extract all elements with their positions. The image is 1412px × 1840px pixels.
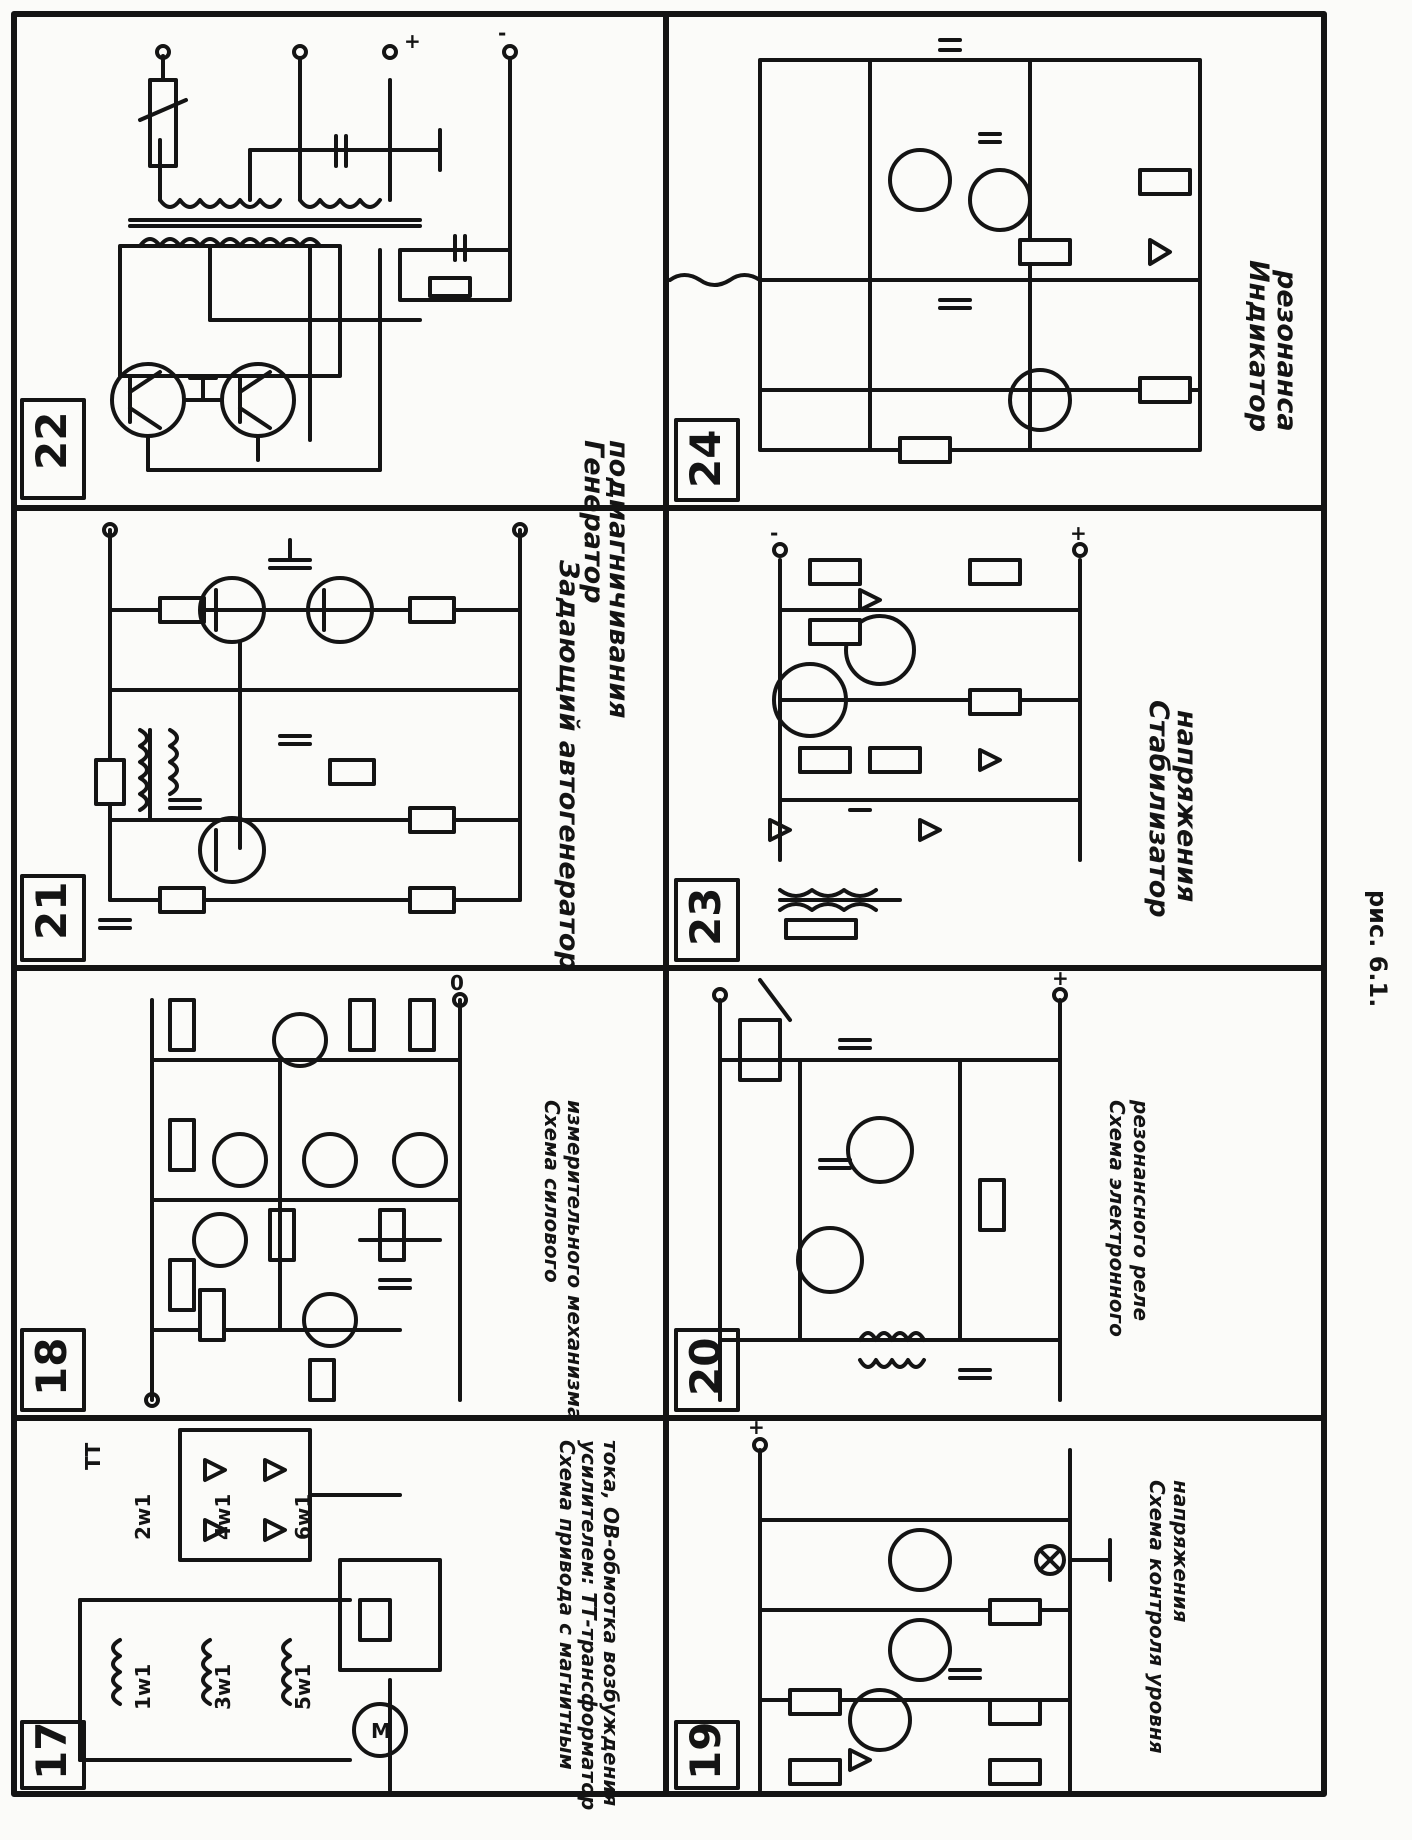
panel-18-caption-line2: измерительного механизма [563,1100,587,1421]
panel-23-caption: Стабилизатор [1143,700,1174,918]
panel-24-caption-line2: резонанса [1271,269,1302,432]
panel-24-caption: Индикатор [1243,260,1274,432]
panel-19: 19 + Схема контроля уровня напряжени [674,1415,1193,1792]
panel-17: 17 М 1w1 3w1 5w1 2w1 4w1 [20,1428,623,1810]
panel-21-number: 21 [27,882,76,940]
winding-label-3: 5w1 [291,1664,315,1710]
svg-text:0: 0 [450,971,464,995]
panel-18-number: 18 [27,1338,76,1396]
figure-label: рис. 6.1. [1364,890,1392,1007]
panel-17-caption: Схема привода с магнитным [555,1440,579,1770]
svg-text:+: + [1052,966,1069,990]
winding-label-5: 4w1 [211,1494,235,1540]
panel-22: 22 [20,21,634,719]
panel-17-caption-line3: тока, ОВ-обмотка возбуждения [599,1440,623,1806]
panel-23-caption-line2: напряжения [1171,710,1202,902]
winding-label-2: 3w1 [211,1664,235,1710]
panel-20-number: 20 [681,1338,730,1396]
schematic-23: - + [768,521,1088,940]
svg-text:-: - [770,521,778,545]
schematic-18: 0 [144,971,468,1408]
panel-21-caption: Задающий автогенератор [553,559,584,971]
schematic-24 [668,38,1202,464]
winding-label-1: 1w1 [131,1664,155,1710]
svg-text:+: + [748,1415,765,1439]
panel-19-caption-line2: напряжения [1169,1480,1193,1623]
panel-17-number: 17 [27,1722,76,1780]
panel-grid [11,11,1327,1797]
panel-21: 21 [20,522,584,971]
panel-18: 18 0 [20,971,587,1421]
schematic-21 [94,522,528,930]
winding-label-4: 2w1 [131,1494,155,1540]
panel-22-caption: Генератор [578,440,609,604]
schematic-19: + [748,1415,1112,1792]
panel-24: 24 Индикатор резонанса [668,38,1302,502]
panel-24-number: 24 [681,430,730,488]
panel-18-caption: Схема силового [540,1100,564,1283]
panel-23: 23 - + [674,521,1202,962]
tt-label: ТТ [81,1442,105,1470]
panel-19-caption: Схема контроля уровня [1145,1480,1169,1754]
panel-19-number: 19 [681,1722,730,1780]
schematic-22: + - [110,21,518,472]
panel-22-number: 22 [27,412,76,470]
panel-23-number: 23 [681,888,730,946]
svg-text:-: - [498,21,506,45]
panel-20: 20 + Схема электронного резонансного рел… [674,966,1153,1412]
motor-label: М [371,1719,391,1743]
schematic-20: + [712,966,1069,1402]
panel-17-caption-line2: усилителем: ТТ-трансформатор [577,1440,601,1810]
panel-20-caption-line2: резонансного реле [1129,1099,1153,1321]
svg-text:+: + [1070,521,1087,545]
svg-text:+: + [404,29,421,53]
winding-label-6: 6w1 [291,1494,315,1540]
panel-22-caption-line2: подмагничивания [603,440,634,719]
schematic-17: М 1w1 3w1 5w1 2w1 4w1 6w1 ТТ [78,1428,442,1792]
panel-20-caption: Схема электронного [1105,1100,1129,1337]
